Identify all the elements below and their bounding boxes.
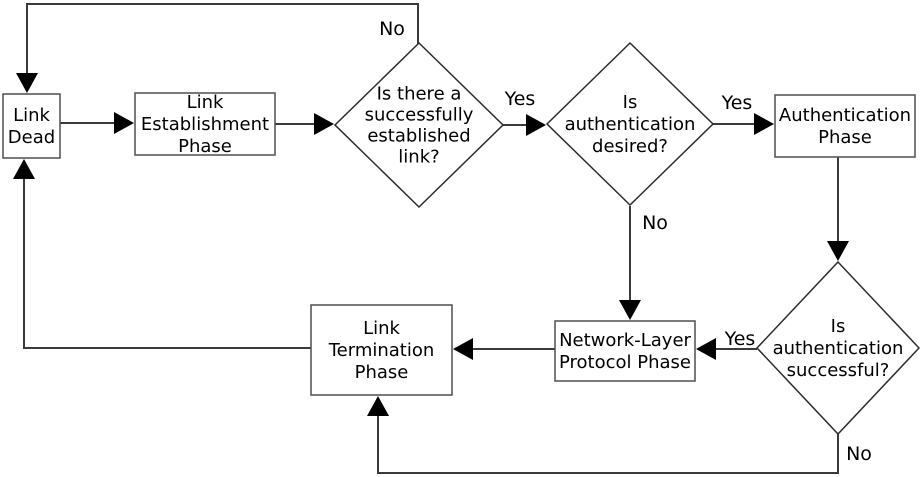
node-label-line: Link xyxy=(187,92,224,113)
node-shape-link-termination-phase xyxy=(310,304,453,396)
arrowhead-successful-yes xyxy=(696,338,716,360)
node-label-line: Link xyxy=(13,105,50,126)
node-label-line: Link xyxy=(363,318,400,339)
node-shape-auth-successful-decision xyxy=(755,260,920,436)
edge-successful-no-loop xyxy=(377,416,839,474)
node-label-line: link? xyxy=(398,147,439,168)
node-shape-established-link-decision xyxy=(333,41,505,209)
arrowhead-established-yes xyxy=(526,114,546,136)
node-label-line: Establishment xyxy=(141,114,269,135)
arrowhead-successful-no-loop xyxy=(367,396,389,416)
arrowhead-desired-yes xyxy=(754,113,774,135)
node-label-line: Is xyxy=(831,316,846,337)
node-label-line: Protocol Phase xyxy=(559,352,691,373)
node-label-line: Is there a xyxy=(377,84,462,105)
node-label-line: desired? xyxy=(592,136,668,157)
node-label-line: authentication xyxy=(565,114,696,135)
edge-termination-to-dead xyxy=(23,179,311,349)
edge-label-no-desired: No xyxy=(642,212,668,234)
edge-label-no-successful: No xyxy=(846,443,872,465)
arrowhead-dead-to-establishment xyxy=(114,112,134,134)
edge-label-yes-established: Yes xyxy=(504,88,536,110)
arrowhead-termination-to-dead xyxy=(13,159,35,179)
arrowhead-desired-no xyxy=(619,300,641,320)
edge-label-yes-desired: Yes xyxy=(721,92,753,114)
edge-label-no-established: No xyxy=(379,18,405,40)
node-label-line: Termination xyxy=(328,340,435,361)
arrowhead-establishment-to-decision xyxy=(314,113,334,135)
arrowhead-established-no-loop xyxy=(16,73,38,93)
node-label-line: Dead xyxy=(8,127,55,148)
node-label-line: established xyxy=(367,126,470,147)
edge-established-no-loop xyxy=(26,3,419,73)
node-shape-network-layer-protocol-phase xyxy=(554,320,696,382)
node-label-line: successful? xyxy=(787,360,890,381)
node-shape-link-establishment-phase xyxy=(134,92,276,156)
node-shape-authentication-phase xyxy=(774,94,916,158)
edges-layer xyxy=(13,3,849,474)
node-label-line: Authentication xyxy=(779,105,911,126)
node-shape-auth-desired-decision xyxy=(545,41,715,207)
node-label-line: Network-Layer xyxy=(559,330,691,351)
node-label-line: Phase xyxy=(178,136,232,157)
node-label-line: Phase xyxy=(818,127,872,148)
node-label-line: authentication xyxy=(773,338,904,359)
arrowhead-auth-to-successful xyxy=(827,241,849,261)
edge-label-yes-successful: Yes xyxy=(724,328,756,350)
node-label-line: Phase xyxy=(355,362,409,383)
arrowhead-network-to-termination xyxy=(453,338,473,360)
node-shape-link-dead xyxy=(2,93,61,159)
node-label-line: Is xyxy=(623,92,638,113)
node-label-line: successfully xyxy=(365,105,474,126)
